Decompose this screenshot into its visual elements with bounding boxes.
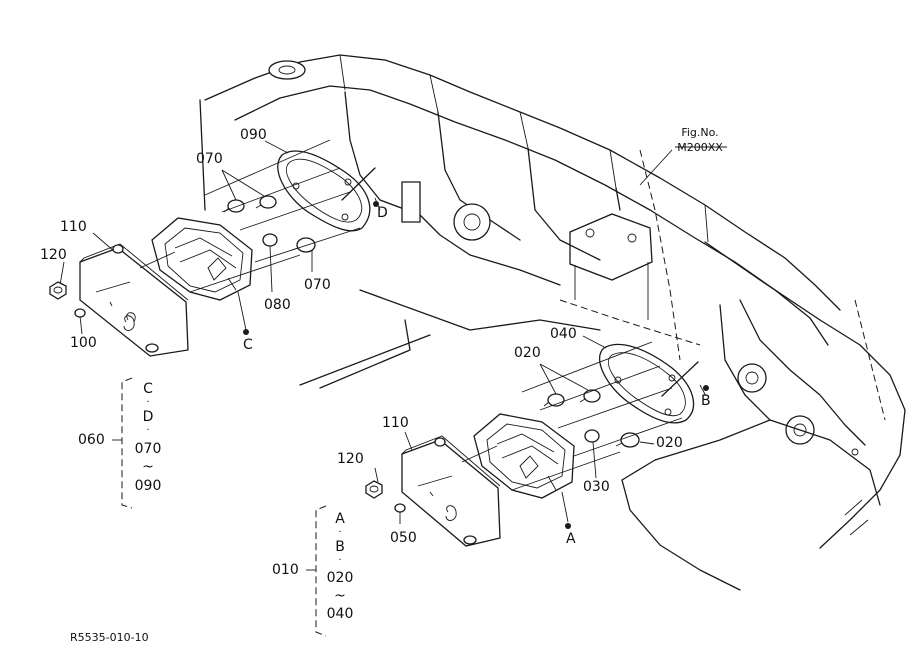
callout-020-top: 020 (514, 345, 541, 361)
group-010-sep-1: · (338, 527, 342, 538)
callout-070-right: 070 (304, 277, 331, 293)
bulbs-070 (223, 195, 316, 253)
group-010-member-040: 040 (326, 606, 354, 622)
ref-d-dot (373, 201, 379, 207)
group-010-member-a: A (335, 511, 345, 527)
group-060-member-090: 090 (134, 478, 162, 494)
group-bracket-060 (112, 377, 133, 509)
nut-100 (74, 308, 86, 318)
ref-c-label: C (243, 337, 253, 353)
group-060-sep-2: · (146, 425, 150, 436)
callout-100: 100 (70, 335, 97, 351)
ref-a-dot (565, 523, 571, 529)
nut-120-left (49, 281, 67, 300)
gasket-090 (277, 150, 371, 232)
callout-110-left: 110 (60, 219, 87, 235)
group-010-member-b: B (335, 539, 345, 555)
group-010-member-020: 020 (326, 570, 354, 586)
fig-no-label: Fig.No. (681, 126, 719, 139)
callout-030: 030 (583, 479, 610, 495)
bracket-110-right (401, 435, 501, 547)
callout-040: 040 (550, 326, 577, 342)
callout-070-top: 070 (196, 151, 223, 167)
drawing-code: R5535-010-10 (70, 631, 149, 644)
ref-b-label: B (701, 393, 711, 409)
ref-a-label: A (566, 531, 576, 547)
group-060-member-c: C (143, 381, 153, 397)
group-bracket-010 (306, 505, 327, 637)
ref-b-dot (703, 385, 709, 391)
bulbs-020 (543, 389, 640, 448)
group-060-sep-1: · (146, 397, 150, 408)
callout-120-left: 120 (40, 247, 67, 263)
callout-090: 090 (240, 127, 267, 143)
rear-frame (199, 54, 906, 591)
screw-d (341, 167, 376, 201)
group-010-number: 010 (272, 562, 299, 578)
nut-120-right (365, 480, 383, 499)
group-060-number: 060 (78, 432, 105, 448)
callout-050: 050 (390, 530, 417, 546)
bracket-110-left (79, 243, 189, 357)
callout-120-right: 120 (337, 451, 364, 467)
fig-no-leader (639, 149, 673, 186)
callout-080: 080 (264, 297, 291, 313)
bulb-030 (584, 429, 600, 443)
group-010-range: ~ (334, 588, 346, 604)
group-060-range: ~ (142, 459, 154, 475)
group-060-member-d: D (142, 409, 154, 425)
fig-no-value: M200XX (677, 141, 723, 154)
nut-050 (394, 503, 406, 513)
ref-d-label: D (377, 205, 388, 221)
group-060-member-070: 070 (134, 441, 162, 457)
callout-110-right: 110 (382, 415, 409, 431)
group-010-sep-2: · (338, 555, 342, 566)
screw-b (661, 361, 699, 397)
ref-c-dot (243, 329, 249, 335)
callout-020-right: 020 (656, 435, 683, 451)
